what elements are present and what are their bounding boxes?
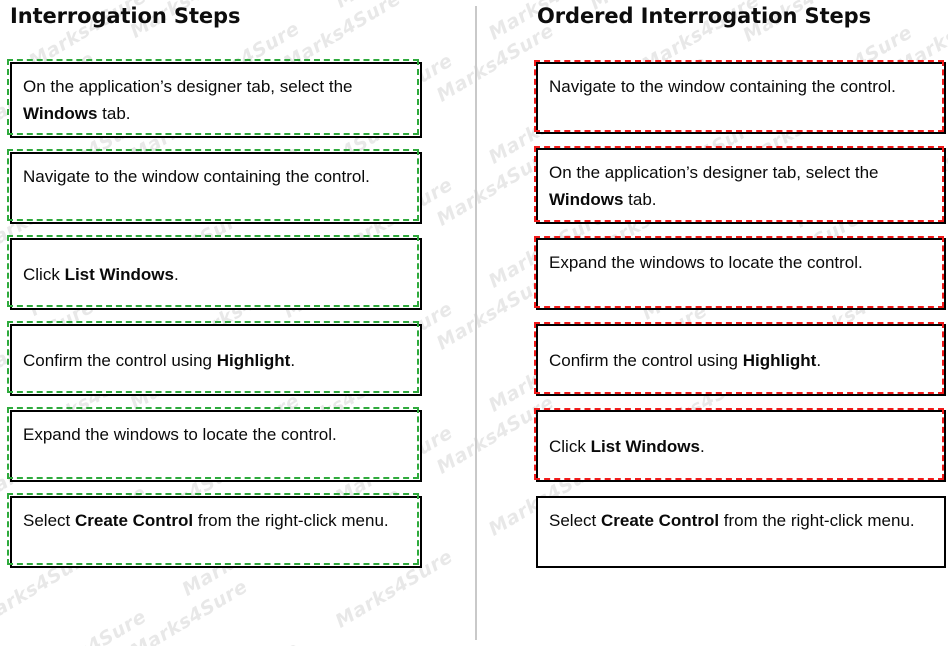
step-text-emphasis: List Windows [64,264,174,284]
step-text: Confirm the control using Highlight. [549,347,821,374]
step-box-highlight-outline [7,59,419,135]
step-box[interactable]: Confirm the control using Highlight. [534,322,946,396]
step-text: Click List Windows. [23,261,179,288]
step-text-run: . [290,350,296,370]
left-column-title: Interrogation Steps [10,4,241,28]
step-text-emphasis: Create Control [74,511,194,530]
step-text-run: from the right-click menu. [719,511,915,530]
step-box[interactable]: Click List Windows. [7,235,422,310]
step-text: Select Create Control from the right-cli… [549,511,915,530]
step-text-run: from the right-click menu. [193,511,389,530]
step-text-run: tab. [97,104,131,123]
step-text-emphasis: Highlight [742,350,817,370]
step-text-run: tab. [623,190,657,209]
right-column-title: Ordered Interrogation Steps [537,4,871,28]
step-text: Expand the windows to locate the control… [549,253,863,272]
step-text-emphasis: List Windows [590,436,700,456]
step-text-emphasis: Windows [23,104,98,123]
ordered-interrogation-steps-column: Ordered Interrogation Steps Navigate to … [488,0,948,646]
step-box-highlight-outline [534,60,944,132]
step-box-highlight-outline [534,236,944,308]
step-text-run: Select [549,511,601,530]
step-box[interactable]: Expand the windows to locate the control… [534,236,946,310]
step-text-run: Click [23,264,65,284]
step-box[interactable]: Select Create Control from the right-cli… [536,496,946,568]
step-box-highlight-outline [534,146,944,222]
step-text: Navigate to the window containing the co… [549,77,896,96]
step-box[interactable]: Click List Windows. [534,408,946,482]
step-text: Expand the windows to locate the control… [23,425,337,444]
step-text: On the application’s designer tab, selec… [23,77,353,123]
step-box[interactable]: Expand the windows to locate the control… [7,407,422,482]
step-text-run: . [699,436,705,456]
step-text: Confirm the control using Highlight. [23,347,295,374]
step-text-run: Select [23,511,75,530]
step-box[interactable]: Select Create Control from the right-cli… [7,493,422,568]
step-text-emphasis: Create Control [600,511,720,530]
step-text-run: Click [549,436,591,456]
step-text-run: On the application’s designer tab, selec… [549,163,879,182]
step-text-run: Confirm the control using [23,350,217,370]
left-steps-list: On the application’s designer tab, selec… [7,59,422,582]
column-divider [475,6,477,640]
step-box[interactable]: Navigate to the window containing the co… [534,60,946,134]
step-box[interactable]: Confirm the control using Highlight. [7,321,422,396]
step-text-emphasis: Windows [549,190,624,209]
step-text: On the application’s designer tab, selec… [549,163,879,209]
step-text-run: . [816,350,822,370]
step-text: Click List Windows. [549,433,705,460]
step-text-run: Expand the windows to locate the control… [23,425,337,444]
step-text-run: Confirm the control using [549,350,743,370]
step-text: Navigate to the window containing the co… [23,167,370,186]
step-box[interactable]: Navigate to the window containing the co… [7,149,422,224]
step-text-run: . [173,264,179,284]
step-text-run: Navigate to the window containing the co… [549,77,896,96]
right-steps-list: Navigate to the window containing the co… [534,60,946,582]
interrogation-steps-column: Interrogation Steps On the application’s… [0,0,460,646]
step-box[interactable]: On the application’s designer tab, selec… [7,59,422,138]
step-text-run: Expand the windows to locate the control… [549,253,863,272]
step-text-run: Navigate to the window containing the co… [23,167,370,186]
step-text-run: On the application’s designer tab, selec… [23,77,353,96]
step-text: Select Create Control from the right-cli… [23,511,389,530]
step-box[interactable]: On the application’s designer tab, selec… [534,146,946,224]
step-text-emphasis: Highlight [216,350,291,370]
